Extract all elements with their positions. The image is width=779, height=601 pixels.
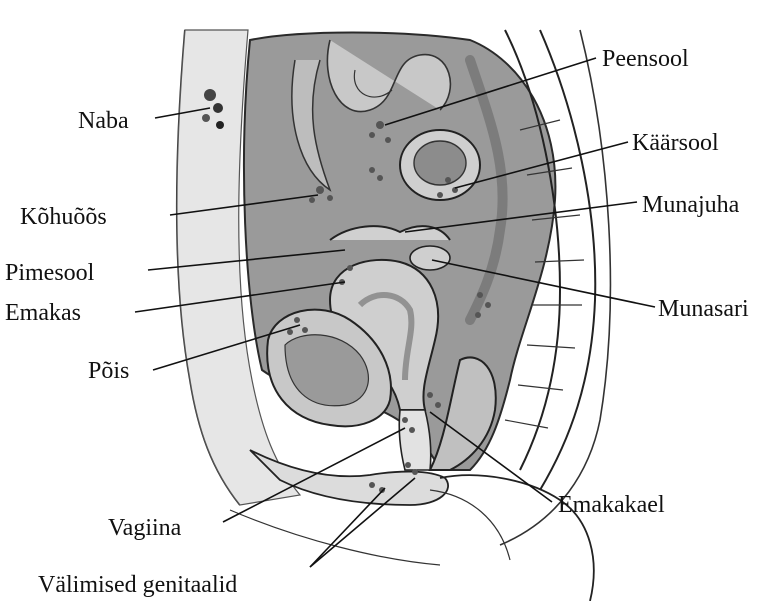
label-munasari: Munasari [658, 296, 749, 322]
thigh-outline [230, 510, 440, 565]
label-naba: Naba [78, 108, 129, 134]
label-valimised-genitaalid: Välimised genitaalid [38, 572, 237, 598]
label-emakas: Emakas [5, 300, 81, 326]
label-pois: Põis [88, 358, 129, 384]
label-kohuoos: Kõhuõõs [20, 204, 107, 230]
label-vagiina: Vagiina [108, 515, 182, 541]
label-kaarsool: Käärsool [632, 130, 719, 156]
label-munajuha: Munajuha [642, 192, 740, 218]
colon-section [400, 130, 480, 200]
pelvis-illustration [177, 30, 610, 601]
ovary [410, 246, 450, 270]
perineum [250, 450, 594, 601]
label-pimesool: Pimesool [5, 260, 95, 286]
label-emakakael: Emakakael [558, 492, 665, 518]
label-peensool: Peensool [602, 46, 689, 72]
